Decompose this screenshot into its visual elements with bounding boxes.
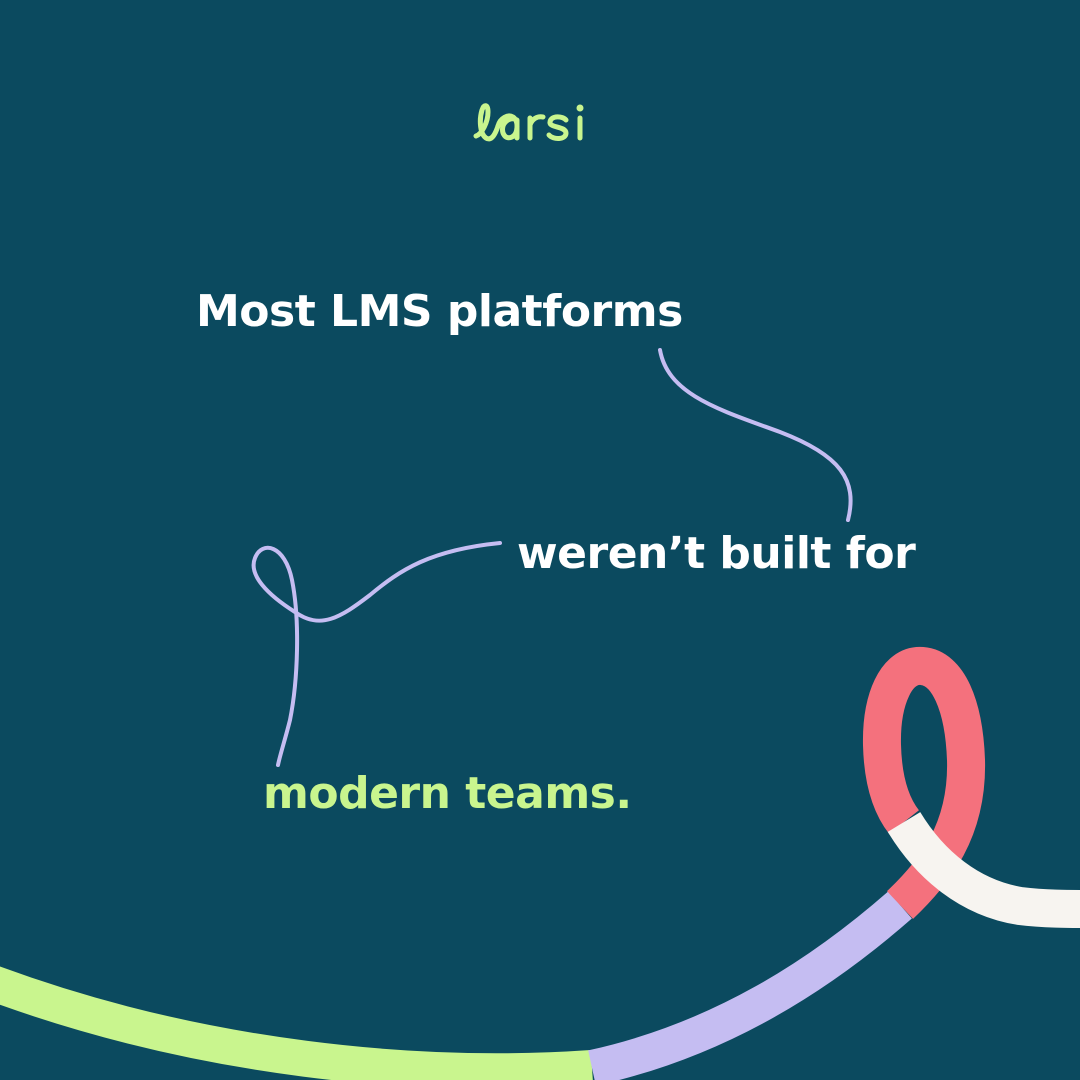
brand-logo xyxy=(0,92,1080,156)
ribbon-white-tail xyxy=(887,811,1080,928)
connector-line-loop xyxy=(251,541,502,767)
headline-line-1: Most LMS platforms xyxy=(196,286,683,337)
ribbon-lavender-segment xyxy=(588,891,912,1080)
connector-line-top xyxy=(658,348,853,522)
headline-line-2: weren’t built for xyxy=(517,528,916,579)
ribbon-coral-loop xyxy=(862,647,986,919)
headline-line-3: modern teams. xyxy=(263,768,632,819)
larsi-logo-icon xyxy=(473,103,584,142)
ribbon-green-segment xyxy=(0,966,593,1080)
